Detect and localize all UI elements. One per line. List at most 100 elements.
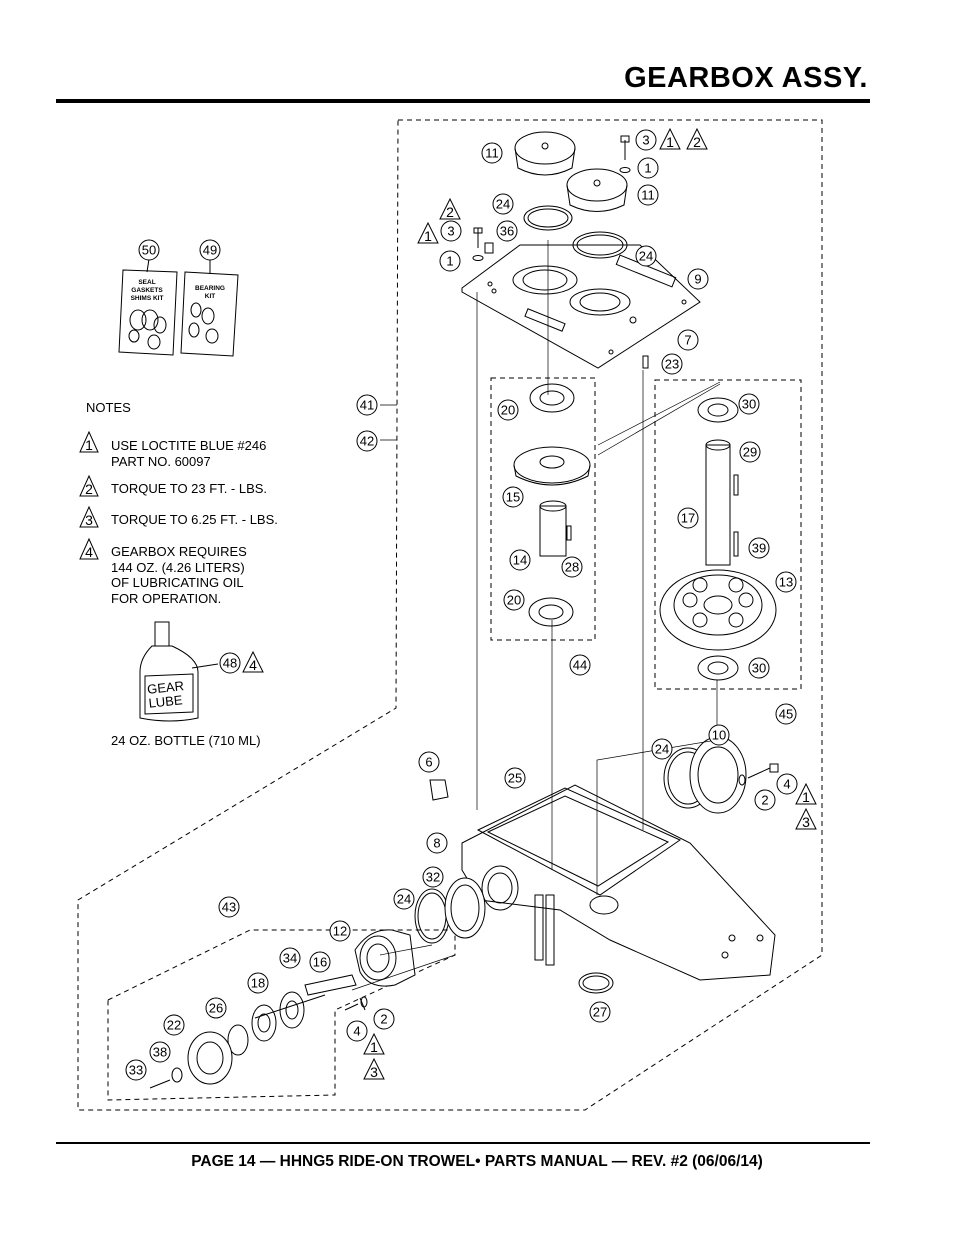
callout-15: 15: [502, 486, 524, 508]
callout-34: 34: [279, 947, 301, 969]
callout-50: 50: [138, 239, 160, 261]
note-marker-3: 3: [795, 807, 817, 830]
svg-text:36: 36: [500, 224, 514, 239]
svg-text:3: 3: [642, 133, 649, 148]
note-marker-1: 1: [659, 127, 681, 150]
group-44-boundary: [490, 377, 596, 641]
svg-text:39: 39: [752, 541, 766, 556]
callout-30: 30: [738, 393, 760, 415]
callout-2: 2: [754, 789, 776, 811]
callout-3: 3: [440, 220, 462, 242]
svg-text:1: 1: [370, 1039, 378, 1055]
svg-text:3: 3: [370, 1064, 378, 1080]
callout-10: 10: [708, 724, 730, 746]
callout-41: 41: [356, 394, 378, 416]
bearing-kit-label-2: KIT: [205, 293, 216, 300]
callout-49: 49: [199, 239, 221, 261]
note-1: 1 USE LOCTITE BLUE #246 PART NO. 60097: [79, 430, 266, 469]
svg-text:24: 24: [639, 249, 653, 264]
svg-text:12: 12: [333, 924, 347, 939]
note-4-line-3: OF LUBRICATING OIL: [111, 575, 244, 590]
callout-24: 24: [492, 193, 514, 215]
svg-text:26: 26: [209, 1001, 223, 1016]
svg-text:30: 30: [752, 661, 766, 676]
note-1-line-1: USE LOCTITE BLUE #246: [111, 438, 266, 453]
svg-text:16: 16: [313, 955, 327, 970]
svg-text:3: 3: [447, 224, 454, 239]
callout-18: 18: [247, 972, 269, 994]
callout-26: 26: [205, 997, 227, 1019]
callout-24: 24: [635, 245, 657, 267]
svg-text:3: 3: [802, 814, 810, 830]
note-marker-2: 2: [439, 197, 461, 220]
svg-text:18: 18: [251, 976, 265, 991]
note-marker-1: 1: [85, 437, 93, 453]
svg-text:23: 23: [665, 357, 679, 372]
callout-2: 2: [373, 1008, 395, 1030]
note-4-line-4: FOR OPERATION.: [111, 591, 221, 606]
bearing-kit-bag: [180, 271, 239, 357]
svg-text:41: 41: [360, 398, 374, 413]
svg-text:49: 49: [203, 243, 217, 258]
gear-lube-bottle: [139, 621, 199, 722]
callout-6: 6: [418, 751, 440, 773]
svg-text:42: 42: [360, 434, 374, 449]
seal-kit-label-3: SHIMS KIT: [131, 295, 164, 302]
callout-42: 42: [356, 430, 378, 452]
svg-text:20: 20: [501, 403, 515, 418]
top-cover-plate: [461, 244, 701, 369]
svg-text:24: 24: [397, 892, 411, 907]
svg-text:13: 13: [779, 575, 793, 590]
note-4-line-2: 144 OZ. (4.26 LITERS): [111, 560, 245, 575]
callout-20: 20: [503, 589, 525, 611]
svg-text:11: 11: [485, 146, 499, 161]
callout-12: 12: [329, 920, 351, 942]
note-1-line-2: PART NO. 60097: [111, 454, 211, 469]
group-45-boundary: [654, 379, 802, 690]
svg-text:10: 10: [712, 728, 726, 743]
svg-text:34: 34: [283, 951, 297, 966]
svg-text:1: 1: [802, 789, 810, 805]
note-marker-1: 1: [363, 1032, 385, 1055]
note-marker-1: 1: [417, 221, 439, 244]
callout-39: 39: [748, 537, 770, 559]
svg-text:1: 1: [446, 254, 453, 269]
svg-text:24: 24: [496, 197, 510, 212]
svg-text:33: 33: [129, 1063, 143, 1078]
svg-text:15: 15: [506, 490, 520, 505]
callout-25: 25: [504, 767, 526, 789]
seal-kit-bag: [118, 269, 178, 356]
svg-text:7: 7: [684, 333, 691, 348]
note-marker-3: 3: [363, 1057, 385, 1080]
callout-3: 3: [635, 129, 657, 151]
callout-38: 38: [149, 1041, 171, 1063]
callout-48: 48: [219, 652, 241, 674]
callout-13: 13: [775, 571, 797, 593]
callout-44: 44: [569, 654, 591, 676]
callout-8: 8: [426, 832, 448, 854]
callout-4: 4: [776, 773, 798, 795]
callout-36: 36: [496, 220, 518, 242]
svg-text:32: 32: [426, 870, 440, 885]
note-marker-3: 3: [85, 512, 93, 528]
callout-29: 29: [739, 441, 761, 463]
svg-text:8: 8: [433, 836, 440, 851]
callout-22: 22: [163, 1014, 185, 1036]
svg-text:28: 28: [565, 560, 579, 575]
callout-16: 16: [309, 951, 331, 973]
svg-text:44: 44: [573, 658, 587, 673]
svg-text:9: 9: [694, 272, 701, 287]
svg-text:50: 50: [142, 243, 156, 258]
svg-text:4: 4: [783, 777, 790, 792]
callout-30: 30: [748, 657, 770, 679]
svg-text:11: 11: [641, 188, 655, 203]
note-4-line-1: GEARBOX REQUIRES: [111, 544, 247, 559]
svg-text:30: 30: [742, 397, 756, 412]
callout-27: 27: [589, 1001, 611, 1023]
svg-text:48: 48: [223, 656, 237, 671]
lube-label-2: LUBE: [148, 692, 184, 711]
callout-14: 14: [509, 549, 531, 571]
callout-7: 7: [677, 329, 699, 351]
